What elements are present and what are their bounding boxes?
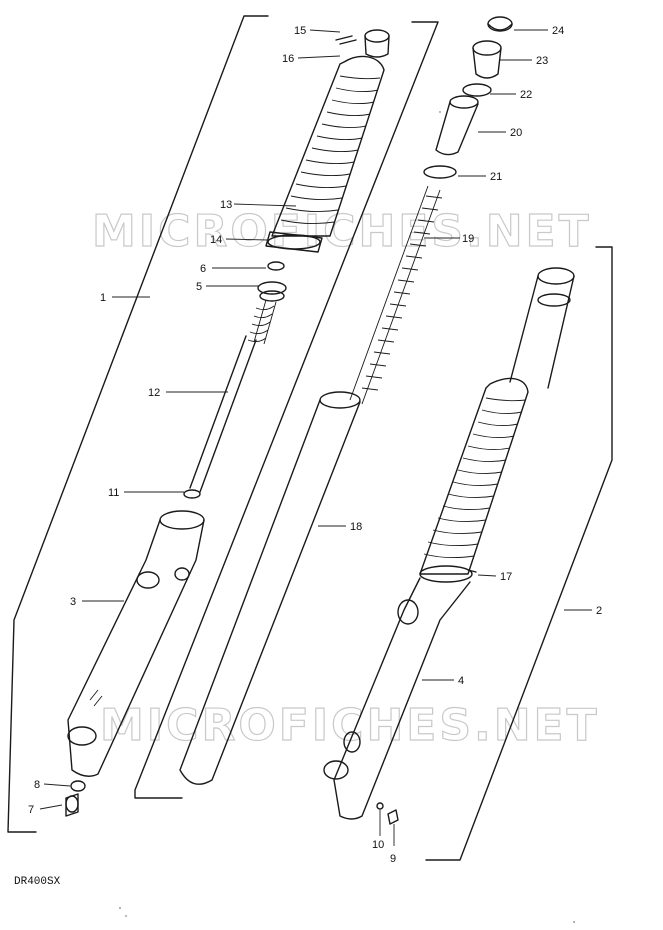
right-fork-assembly <box>323 267 575 825</box>
outer-tube-left <box>67 510 205 777</box>
callout-10: 10 <box>372 839 384 851</box>
assembly-bracket-middle <box>134 21 439 799</box>
callout-23: 23 <box>536 55 548 67</box>
watermark-top: MICROFICHES.NET <box>92 206 592 257</box>
callout-18: 18 <box>350 521 362 533</box>
callout-11: 11 <box>108 487 119 499</box>
callout-21: 21 <box>490 171 502 183</box>
callout-19: 19 <box>462 233 474 245</box>
callout-24: 24 <box>552 25 564 37</box>
callout-5: 5 <box>196 281 202 293</box>
model-caption: DR400SX <box>14 876 61 888</box>
assembly-bracket-right <box>425 246 613 861</box>
callout-22: 22 <box>520 89 532 101</box>
callout-6: 6 <box>200 263 206 275</box>
callout-2: 2 <box>596 605 602 617</box>
dust-boot-right <box>419 377 529 575</box>
callout-7: 7 <box>28 804 34 816</box>
dust-boot-left <box>271 55 385 237</box>
callout-3: 3 <box>70 596 76 608</box>
scan-specks <box>119 111 575 923</box>
callout-14: 14 <box>210 234 222 246</box>
callout-8: 8 <box>34 779 40 791</box>
callouts: 1 2 3 4 5 6 7 8 9 10 11 12 13 14 15 16 1… <box>28 25 602 865</box>
callout-16: 16 <box>282 53 294 65</box>
left-fork-assembly <box>65 29 390 817</box>
callout-13: 13 <box>220 199 232 211</box>
callout-15: 15 <box>294 25 306 37</box>
callout-20: 20 <box>510 127 522 139</box>
callout-4: 4 <box>458 675 464 687</box>
callout-9: 9 <box>390 853 396 865</box>
callout-12: 12 <box>148 387 160 399</box>
callout-17: 17 <box>500 571 512 583</box>
watermark-bottom: MICROFICHES.NET <box>100 700 600 751</box>
leader-lines <box>39 29 592 846</box>
assembly-bracket-left <box>7 15 269 833</box>
callout-1: 1 <box>100 292 106 304</box>
inner-tube-and-spring <box>179 16 513 785</box>
